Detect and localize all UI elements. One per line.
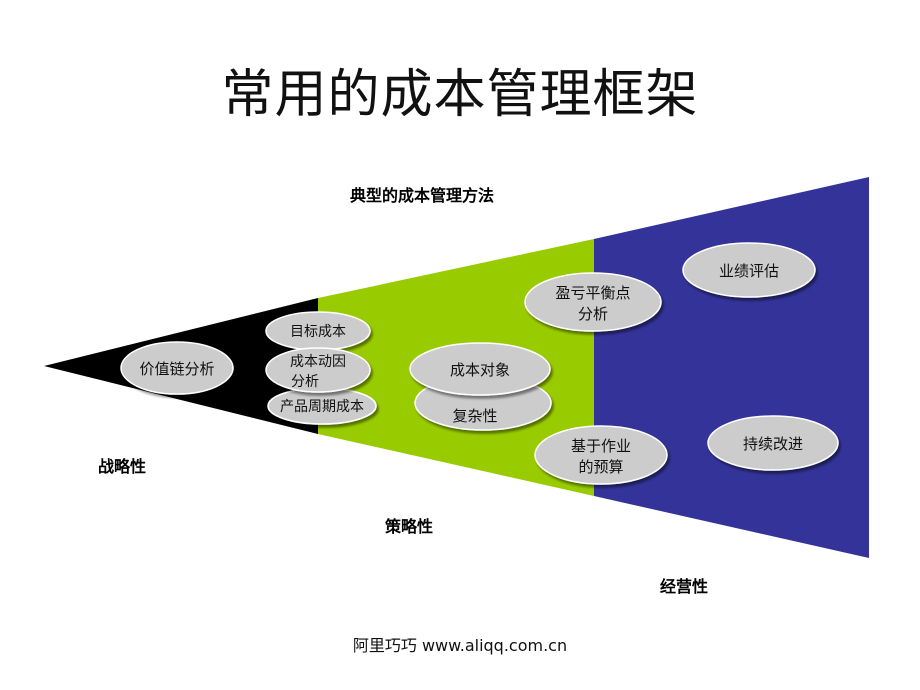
node-abb-line2: 的预算: [578, 458, 623, 476]
node-target-cost-label: 目标成本: [290, 324, 346, 340]
node-cost-driver-line2: 分析: [291, 374, 319, 390]
node-performance-label: 业绩评估: [719, 262, 779, 280]
node-breakeven-line2: 分析: [578, 305, 608, 323]
node-cost-driver-line1: 成本动因: [290, 354, 346, 370]
diagram-subtitle: 典型的成本管理方法: [350, 186, 495, 205]
node-lifecycle-cost: 产品周期成本: [267, 387, 377, 425]
node-performance: 业绩评估: [682, 242, 816, 298]
operational-section: [594, 177, 869, 558]
node-complexity-label: 复杂性: [452, 407, 497, 425]
node-cost-object-label: 成本对象: [450, 361, 510, 379]
node-breakeven-line1: 盈亏平衡点: [555, 284, 630, 302]
node-activity-based-budget: 基于作业 的预算: [534, 425, 668, 485]
node-target-cost: 目标成本: [265, 311, 371, 351]
node-breakeven: 盈亏平衡点 分析: [524, 272, 662, 332]
node-cost-driver: 成本动因 分析: [265, 347, 371, 393]
node-value-chain-label: 价值链分析: [139, 360, 214, 378]
page-title: 常用的成本管理框架: [221, 65, 699, 125]
node-cost-object: 成本对象: [409, 342, 551, 396]
node-continuous-improvement: 持续改进: [707, 415, 839, 471]
label-operational: 经营性: [660, 577, 709, 596]
node-abb-line1: 基于作业: [571, 437, 631, 455]
label-tactical: 策略性: [385, 517, 434, 536]
node-value-chain: 价值链分析: [120, 341, 234, 395]
label-strategic: 战略性: [98, 457, 147, 476]
footer-credit: 阿里巧巧 www.aliqq.com.cn: [352, 636, 568, 655]
node-lifecycle-cost-label: 产品周期成本: [280, 399, 364, 415]
node-continuous-label: 持续改进: [743, 435, 803, 453]
